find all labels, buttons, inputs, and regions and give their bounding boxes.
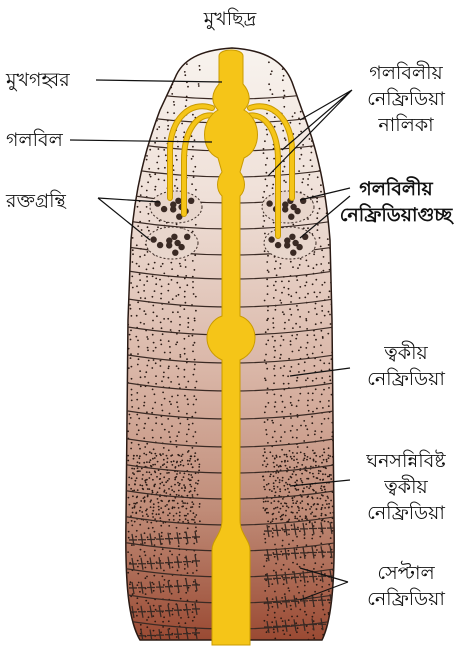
blood-gland <box>170 201 176 207</box>
blood-gland <box>171 234 177 240</box>
blood-gland <box>268 236 274 242</box>
label-pharyngeal-nephridial-ducts: গলবিলীয় নেফ্রিডিয়া নালিকা <box>350 60 462 138</box>
blood-gland <box>175 198 181 204</box>
label-blood-glands: রক্তগ্রন্থি <box>6 188 66 214</box>
label-dense-integumentary-nephridia: ঘনসন্নিবিষ্ট ত্বকীয় নেফ্রিডিয়া <box>350 448 462 526</box>
label-line: ত্বকীয় <box>350 340 462 366</box>
label-line: নেফ্রিডিয়াগুচ্ছ <box>330 202 462 228</box>
label-line: নেফ্রিডিয়া <box>350 86 462 112</box>
label-buccal-cavity: মুখগহ্বর <box>6 67 70 93</box>
label-pharyngeal-nephridia-tufts: গলবিলীয় নেফ্রিডিয়াগুচ্ছ <box>330 176 462 228</box>
blood-gland <box>289 234 295 240</box>
blood-gland <box>178 244 184 250</box>
label-line: নেফ্রিডিয়া <box>350 586 462 612</box>
blood-gland <box>157 242 163 248</box>
label-line: গলবিলীয় <box>350 60 462 86</box>
nephridia-tuft <box>262 191 314 223</box>
blood-gland <box>172 250 178 256</box>
blood-gland <box>184 234 190 240</box>
label-mouth: মুখছিদ্র <box>175 6 285 32</box>
blood-gland <box>161 206 167 212</box>
label-line: নালিকা <box>350 112 462 138</box>
label-integumentary-nephridia: ত্বকীয় নেফ্রিডিয়া <box>350 340 462 392</box>
alimentary-canal <box>205 50 258 645</box>
blood-gland <box>294 208 300 214</box>
label-line: নেফ্রিডিয়া <box>350 366 462 392</box>
blood-gland <box>288 214 294 220</box>
label-septal-nephridia: সেপ্টাল নেফ্রিডিয়া <box>350 560 462 612</box>
blood-gland <box>290 250 296 256</box>
blood-gland <box>282 201 288 207</box>
label-pharynx: গলবিল <box>6 127 63 153</box>
blood-gland <box>296 244 302 250</box>
blood-gland <box>166 237 172 243</box>
blood-gland <box>302 234 308 240</box>
label-line: সেপ্টাল <box>350 560 462 586</box>
blood-gland <box>188 198 194 204</box>
blood-gland <box>150 236 156 242</box>
label-line: ত্বকীয় <box>350 474 462 500</box>
blood-gland <box>266 200 272 206</box>
blood-gland <box>275 242 281 248</box>
blood-gland <box>284 237 290 243</box>
nephridia-tuft <box>146 227 198 259</box>
label-line: গলবিলীয় <box>330 176 462 202</box>
label-line: ঘনসন্নিবিষ্ট <box>350 448 462 474</box>
label-line: নেফ্রিডিয়া <box>350 500 462 526</box>
nephridia-tuft <box>150 191 202 223</box>
